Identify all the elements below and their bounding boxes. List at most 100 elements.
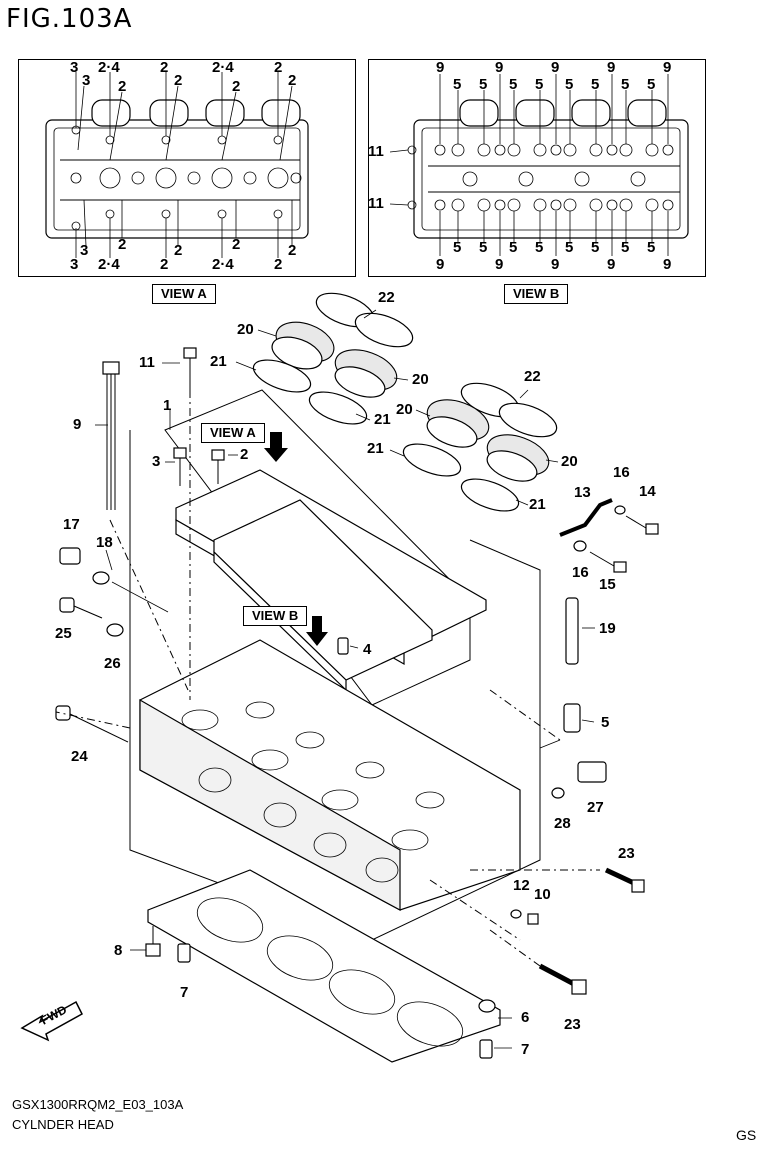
part-number: 26 <box>104 655 121 672</box>
part-number: 20 <box>237 321 254 338</box>
part-number: 7 <box>521 1041 530 1058</box>
callout: 3 <box>70 59 79 76</box>
callout: 5 <box>535 239 544 256</box>
callout: 2·4 <box>98 59 120 76</box>
part-number: 13 <box>574 484 591 501</box>
callout: 3 <box>82 72 91 89</box>
callout: 9 <box>551 256 560 273</box>
cylinder-head-body <box>129 430 541 941</box>
callout: 5 <box>479 239 488 256</box>
part-number: 19 <box>599 620 616 637</box>
callout: 2 <box>288 242 297 259</box>
callout: 9 <box>495 59 504 76</box>
callout: 9 <box>436 59 445 76</box>
callout: 5 <box>479 76 488 93</box>
callout: 2 <box>174 242 183 259</box>
callout: 2 <box>274 59 283 76</box>
view-b-head-drawing <box>389 74 689 256</box>
callout: 2 <box>160 59 169 76</box>
view-arrows <box>264 432 328 646</box>
callout: 2 <box>118 78 127 95</box>
callout: 5 <box>591 76 600 93</box>
part-number: 5 <box>601 714 610 731</box>
model-code: GSX1300RRQM2_E03_103A <box>12 1097 184 1112</box>
view-a-head-drawing <box>45 72 309 258</box>
view-a-label: VIEW A <box>152 284 216 304</box>
figure-title: FIG.103A <box>6 4 133 34</box>
callout: 5 <box>453 239 462 256</box>
callout: 2 <box>232 78 241 95</box>
part-number: 17 <box>63 516 80 533</box>
callout: 5 <box>509 239 518 256</box>
part-number: 2 <box>240 446 249 463</box>
view-b-label-inline: VIEW B <box>243 606 308 626</box>
part-number: 4 <box>363 641 372 658</box>
part-number: 21 <box>367 440 384 457</box>
part-number: 21 <box>374 411 391 428</box>
callout: 2 <box>274 256 283 273</box>
callout: 2 <box>232 236 241 253</box>
fwd-arrow-icon <box>20 1000 83 1042</box>
part-number: 27 <box>587 799 604 816</box>
part-number: 11 <box>139 354 155 371</box>
diagram-caption: CYLNDER HEAD <box>12 1117 114 1132</box>
part-number: 18 <box>96 534 113 551</box>
part-number: 8 <box>114 942 123 959</box>
part-number: 15 <box>599 576 616 593</box>
callout: 11 <box>368 143 384 160</box>
callout: 9 <box>436 256 445 273</box>
callout: 9 <box>607 59 616 76</box>
callout: 5 <box>621 76 630 93</box>
part-number: 20 <box>396 401 413 418</box>
callout: 3 <box>70 256 79 273</box>
part-number: 20 <box>561 453 578 470</box>
callout: 2 <box>288 72 297 89</box>
head-gasket <box>147 869 501 1063</box>
part-number: 23 <box>618 845 635 862</box>
part-number: 28 <box>554 815 571 832</box>
callout: 9 <box>663 256 672 273</box>
part-number: 24 <box>71 748 88 765</box>
callout: 5 <box>647 76 656 93</box>
view-b-label: VIEW B <box>504 284 569 304</box>
callout: 3 <box>80 242 89 259</box>
callout: 2 <box>174 72 183 89</box>
callout: 5 <box>647 239 656 256</box>
part-number: 22 <box>378 289 395 306</box>
part-number: 25 <box>55 625 72 642</box>
part-number: 23 <box>564 1016 581 1033</box>
part-number: 9 <box>73 416 82 433</box>
callout: 9 <box>495 256 504 273</box>
part-number: 10 <box>534 886 551 903</box>
callout: 11 <box>368 195 384 212</box>
callout: 9 <box>607 256 616 273</box>
callout: 2 <box>160 256 169 273</box>
part-number: 14 <box>639 483 656 500</box>
intake-boots <box>252 292 558 512</box>
part-number: 7 <box>180 984 189 1001</box>
callout: 9 <box>663 59 672 76</box>
part-number: 3 <box>152 453 161 470</box>
callout: 2·4 <box>98 256 120 273</box>
region-code: GS <box>736 1127 757 1143</box>
callout: 2·4 <box>212 256 234 273</box>
part-number: 1 <box>163 397 172 414</box>
part-number: 21 <box>529 496 546 513</box>
callout: 5 <box>453 76 462 93</box>
part-number: 21 <box>210 353 227 370</box>
callout: 5 <box>509 76 518 93</box>
callout: 2 <box>118 236 127 253</box>
part-number: 20 <box>412 371 429 388</box>
callout: 5 <box>565 239 574 256</box>
part-number: 12 <box>513 877 530 894</box>
callout: 2·4 <box>212 59 234 76</box>
part-number: 16 <box>613 464 630 481</box>
callout: 9 <box>551 59 560 76</box>
callout: 5 <box>565 76 574 93</box>
small-parts <box>55 347 659 1059</box>
leader-lines <box>95 309 595 1049</box>
view-a-label-inline: VIEW A <box>201 423 265 443</box>
callout: 5 <box>535 76 544 93</box>
callout: 5 <box>621 239 630 256</box>
